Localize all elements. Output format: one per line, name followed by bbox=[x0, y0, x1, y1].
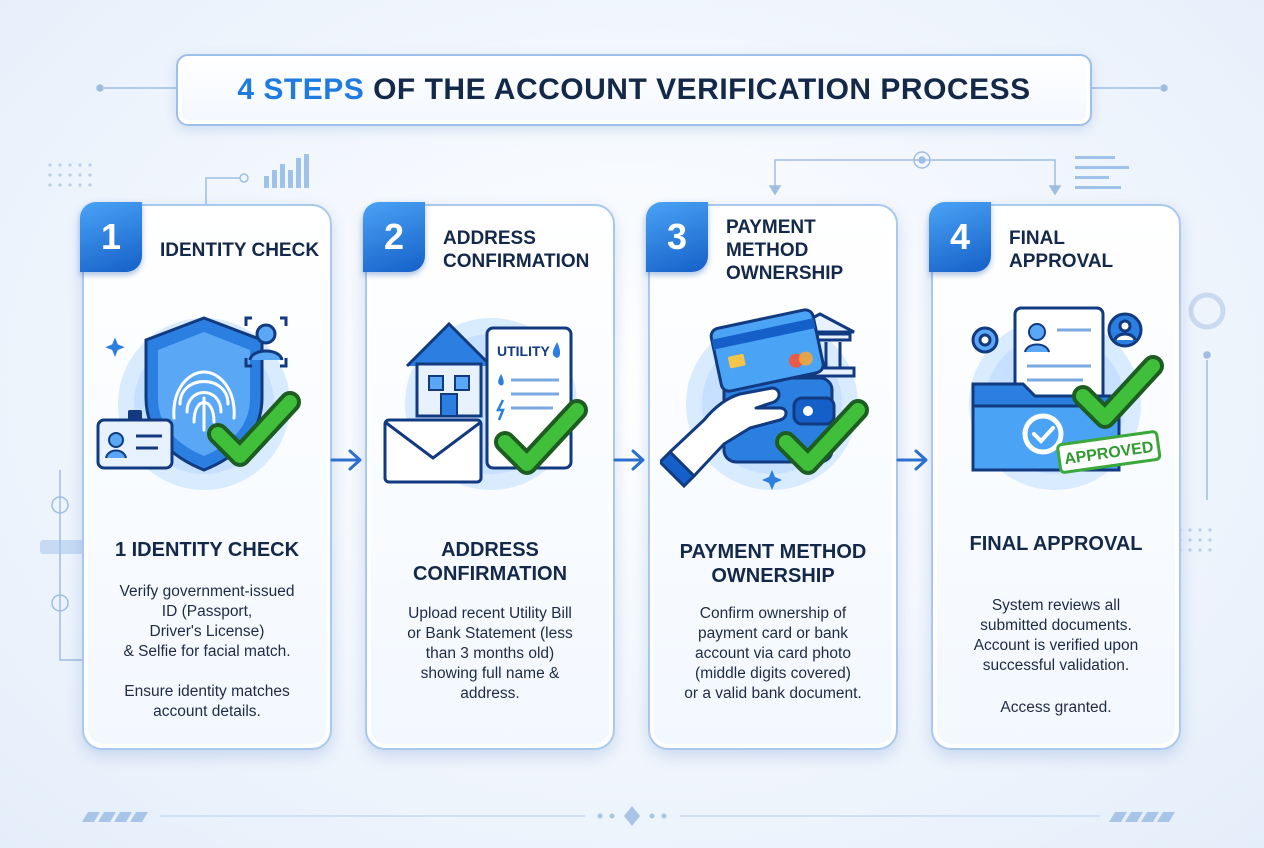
step-number-badge: 3 bbox=[646, 202, 708, 272]
desc-line: ID (Passport, bbox=[161, 603, 253, 620]
title-rest: OF THE ACCOUNT VERIFICATION PROCESS bbox=[373, 73, 1031, 106]
checkmark-icon bbox=[775, 399, 869, 475]
desc-line: Upload recent Utility Bill bbox=[408, 605, 572, 622]
step-number-badge: 2 bbox=[363, 202, 425, 272]
desc-line: or a valid bank document. bbox=[684, 685, 862, 702]
hand-icon bbox=[660, 386, 788, 489]
address-illustration: UTILITY bbox=[383, 318, 588, 490]
desc-line: payment card or bank bbox=[698, 625, 848, 642]
id-card-icon bbox=[96, 410, 174, 470]
desc-line: account details. bbox=[153, 703, 261, 720]
checkmark-icon bbox=[494, 399, 588, 475]
step-card-1: 1 IDENTITY CHECK bbox=[80, 202, 332, 750]
step-description: System reviews all submitted documents. … bbox=[945, 596, 1167, 718]
step-header: IDENTITY CHECK bbox=[160, 239, 320, 261]
connector-arrow-2 bbox=[613, 449, 645, 471]
desc-line: System reviews all bbox=[991, 597, 1121, 614]
desc-line: Verify government-issued bbox=[119, 583, 295, 600]
step-subtitle: PAYMENT METHOD OWNERSHIP bbox=[679, 541, 867, 587]
step-header: FINAL APPROVAL bbox=[1009, 228, 1114, 272]
desc-line: successful validation. bbox=[982, 657, 1130, 674]
desc-line: Driver's License) bbox=[149, 623, 265, 640]
desc-line: Confirm ownership of bbox=[699, 605, 847, 622]
step-header: ADDRESS CONFIRMATION bbox=[443, 228, 590, 272]
desc-line: than 3 months old) bbox=[425, 645, 555, 662]
step-number-badge: 4 bbox=[929, 202, 991, 272]
desc-line: (middle digits covered) bbox=[695, 665, 851, 682]
desc-line: Ensure identity matches bbox=[124, 683, 290, 700]
gear-icon bbox=[971, 312, 1143, 354]
desc-line: Account is verified upon bbox=[973, 637, 1139, 654]
utility-label: UTILITY bbox=[497, 343, 551, 359]
step-subtitle: 1 IDENTITY CHECK bbox=[114, 539, 300, 561]
approval-illustration: APPROVED bbox=[969, 306, 1164, 490]
desc-line: account via card photo bbox=[695, 645, 851, 662]
step-card-2: 2 ADDRESS CONFIRMATION UTILITY bbox=[363, 202, 615, 750]
desc-spacer bbox=[945, 676, 1167, 698]
desc-line: submitted documents. bbox=[980, 617, 1132, 634]
desc-line: showing full name & bbox=[420, 665, 560, 682]
identity-illustration bbox=[96, 316, 301, 490]
connector-arrow-3 bbox=[896, 449, 928, 471]
step-description: Verify government-issued ID (Passport, D… bbox=[96, 582, 318, 722]
step-number-badge: 1 bbox=[80, 202, 142, 272]
checkmark-icon bbox=[1072, 355, 1164, 429]
step-description: Confirm ownership of payment card or ban… bbox=[662, 604, 884, 704]
checkmark-icon bbox=[207, 391, 301, 467]
envelope-icon bbox=[383, 418, 483, 484]
face-id-icon bbox=[244, 316, 288, 368]
page-title: 4 STEPS OF THE ACCOUNT VERIFICATION PROC… bbox=[176, 54, 1092, 126]
step-subtitle: FINAL APPROVAL bbox=[969, 533, 1143, 555]
approved-stamp-icon: APPROVED bbox=[1056, 430, 1162, 474]
shield-fingerprint-icon bbox=[144, 316, 264, 472]
connector-arrow-1 bbox=[330, 449, 362, 471]
desc-line: & Selfie for facial match. bbox=[123, 643, 291, 660]
step-card-4: 4 FINAL APPROVAL APPRO bbox=[929, 202, 1181, 750]
payment-illustration bbox=[660, 308, 869, 490]
step-card-3: 3 PAYMENT METHOD OWNERSHIP bbox=[646, 202, 898, 750]
credit-card-icon bbox=[709, 308, 825, 393]
desc-line: address. bbox=[460, 685, 520, 702]
title-highlight: 4 STEPS bbox=[237, 73, 365, 106]
step-header: PAYMENT METHOD OWNERSHIP bbox=[726, 216, 844, 284]
step-description: Upload recent Utility Bill or Bank State… bbox=[379, 604, 601, 704]
desc-line: Access granted. bbox=[1000, 699, 1112, 716]
house-icon bbox=[405, 321, 493, 418]
desc-line: or Bank Statement (less bbox=[407, 625, 573, 642]
step-subtitle: ADDRESS CONFIRMATION bbox=[412, 539, 568, 585]
desc-spacer bbox=[96, 662, 318, 682]
